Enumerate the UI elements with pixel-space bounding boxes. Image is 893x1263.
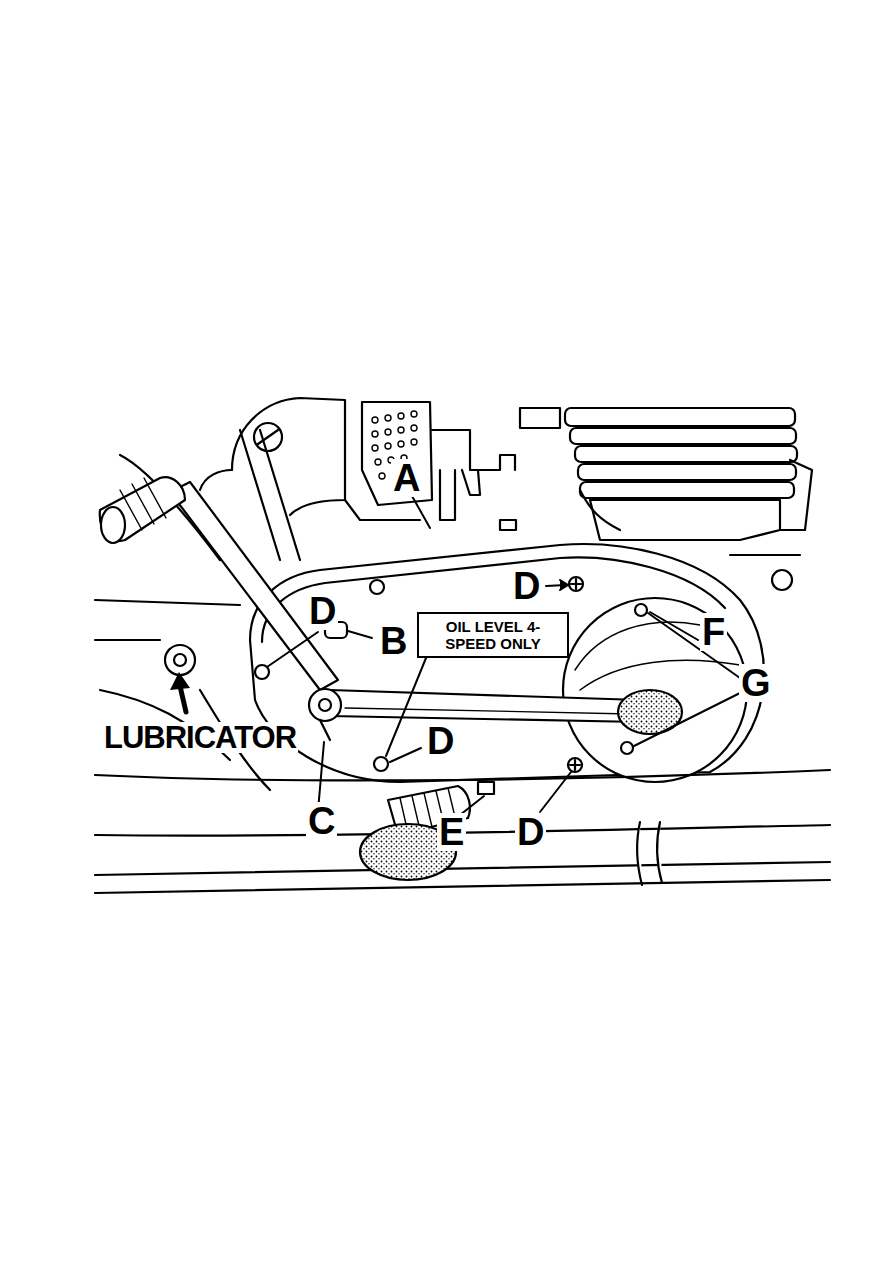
part-label: LUBRICATOR [102, 722, 298, 753]
callout-letter: D [425, 722, 456, 760]
note-text: OIL LEVEL 4-SPEED ONLY [432, 618, 554, 652]
callout-letter: C [306, 802, 337, 840]
callout-letter: F [700, 613, 727, 651]
callout-letter: D [511, 567, 542, 605]
callout-letter: G [739, 664, 773, 702]
callout-letter: D [515, 813, 546, 851]
callout-letter: E [437, 813, 466, 851]
note-box: OIL LEVEL 4-SPEED ONLY [417, 612, 569, 658]
callout-letter: D [307, 592, 338, 630]
callout-letter: B [378, 622, 409, 660]
callout-letter: A [391, 459, 422, 497]
